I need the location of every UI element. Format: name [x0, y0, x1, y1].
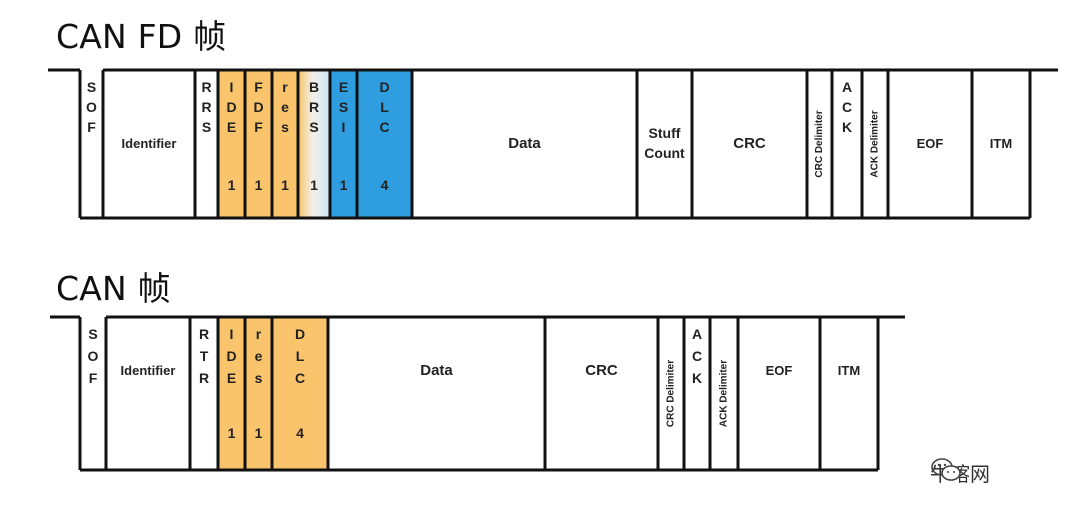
can-fill-ide	[218, 317, 245, 470]
can-field-res-bit-count: 1	[255, 425, 263, 441]
can-fd-field-rrs-letter: S	[202, 119, 211, 135]
can-fill-res	[245, 317, 272, 470]
can-fd-field-esi-bit-count: 1	[340, 177, 348, 193]
can-field-itm-label: ITM	[838, 363, 860, 378]
can-fd-field-brs-letter: R	[309, 99, 319, 115]
can-field-ide-letter: I	[230, 326, 234, 342]
can-fd-field-labels: SOFIdentifierRRSIDE1FDF1res1BRS1ESI1DLC4…	[86, 79, 1012, 193]
wechat-icon	[931, 458, 961, 481]
can-field-data-label: Data	[420, 362, 453, 379]
can-fd-field-fdf-letter: D	[253, 99, 263, 115]
can-fd-field-brs-bit-count: 1	[310, 177, 318, 193]
can-fd-field-res-letter: r	[282, 79, 288, 95]
can-field-dlc-letter: D	[295, 326, 305, 342]
can-fd-field-dlc-letter: L	[380, 99, 389, 115]
can-fd-field-fdf-letter: F	[254, 79, 263, 95]
can-fd-field-ack-letter: A	[842, 79, 852, 95]
can-fd-field-stuff-count-label: Stuff	[649, 125, 681, 141]
can-field-dlc-letter: L	[296, 348, 305, 364]
can-fd-field-esi-letter: S	[339, 99, 348, 115]
can-fd-signal-lines	[48, 68, 1058, 220]
can-fd-field-sof-letter: S	[87, 79, 96, 95]
can-fd-field-ide-bit-count: 1	[228, 177, 236, 193]
can-field-res-letter: s	[255, 370, 263, 386]
can-fd-field-ack-letter: K	[842, 119, 852, 135]
can-field-res-letter: r	[256, 326, 262, 342]
can-fd-field-esi-letter: E	[339, 79, 348, 95]
can-field-identifier-label: Identifier	[121, 363, 176, 378]
can-field-dlc-letter: C	[295, 370, 305, 386]
can-fd-field-res-letter: e	[281, 99, 289, 115]
can-field-res-letter: e	[255, 348, 263, 364]
can-field-crc-delimiter-label: CRC Delimiter	[666, 360, 677, 427]
can-fd-field-stuff-count-label: Count	[644, 145, 685, 161]
can-field-eof-label: EOF	[766, 363, 793, 378]
can-field-fills	[218, 317, 328, 470]
can-fd-fill-res	[272, 70, 298, 218]
can-fd-field-fills	[218, 70, 412, 218]
can-field-ide-bit-count: 1	[228, 425, 236, 441]
can-fd-field-ide-letter: D	[226, 99, 236, 115]
can-fd-field-fdf-letter: F	[254, 119, 263, 135]
can-field-rtr-letter: T	[200, 348, 209, 364]
can-fd-field-brs-letter: B	[309, 79, 319, 95]
can-field-ack-delimiter-label: ACK Delimiter	[719, 360, 730, 427]
can-fd-fill-ide	[218, 70, 245, 218]
can-fd-field-sof-letter: O	[86, 99, 97, 115]
can-fd-field-rrs-letter: R	[201, 99, 211, 115]
can-fd-field-crc-delimiter-label: CRC Delimiter	[814, 110, 825, 177]
can-fd-field-res-bit-count: 1	[281, 177, 289, 193]
can-fd-field-dlc-letter: C	[379, 119, 389, 135]
can-fd-fill-brs	[298, 70, 330, 218]
can-fd-fill-dlc	[357, 70, 412, 218]
can-field-rtr-letter: R	[199, 326, 209, 342]
can-fd-field-ide-letter: E	[227, 119, 236, 135]
can-fd-field-eof-label: EOF	[917, 136, 944, 151]
can-fd-field-crc-label: CRC	[733, 135, 766, 152]
can-fd-field-ack-letter: C	[842, 99, 852, 115]
can-fd-field-fdf-bit-count: 1	[255, 177, 263, 193]
can-field-rtr-letter: R	[199, 370, 209, 386]
can-fd-field-ack-delimiter-label: ACK Delimiter	[870, 110, 881, 177]
can-fd-field-rrs-letter: R	[201, 79, 211, 95]
watermark: 牛喀网	[930, 456, 990, 488]
can-fd-field-dlc-bit-count: 4	[381, 177, 389, 193]
can-fill-dlc	[272, 317, 328, 470]
can-field-crc-label: CRC	[585, 362, 618, 379]
can-field-sof-letter: S	[88, 326, 97, 342]
can-field-sof-letter: O	[88, 348, 99, 364]
can-fd-field-brs-letter: S	[309, 119, 318, 135]
can-field-ack-letter: C	[692, 348, 702, 364]
can-fd-fill-fdf	[245, 70, 272, 218]
can-frame-title: CAN 帧	[56, 269, 171, 308]
can-signal-lines	[50, 315, 905, 472]
can-field-sof-letter: F	[89, 370, 98, 386]
can-fd-field-itm-label: ITM	[990, 136, 1012, 151]
can-field-dlc-bit-count: 4	[296, 425, 304, 441]
can-fd-field-sof-letter: F	[87, 119, 96, 135]
can-field-ack-letter: K	[692, 370, 702, 386]
can-fd-field-res-letter: s	[281, 119, 289, 135]
can-field-ack-letter: A	[692, 326, 702, 342]
can-field-ide-letter: D	[226, 348, 236, 364]
can-fd-field-identifier-label: Identifier	[122, 136, 177, 151]
can-fd-field-ide-letter: I	[230, 79, 234, 95]
can-field-ide-letter: E	[227, 370, 236, 386]
can-fd-field-esi-letter: I	[342, 119, 346, 135]
can-fd-field-dlc-letter: D	[379, 79, 389, 95]
can-fd-field-data-label: Data	[508, 135, 541, 152]
can-fd-frame-title: CAN FD 帧	[56, 17, 227, 56]
can-fd-fill-esi	[330, 70, 357, 218]
